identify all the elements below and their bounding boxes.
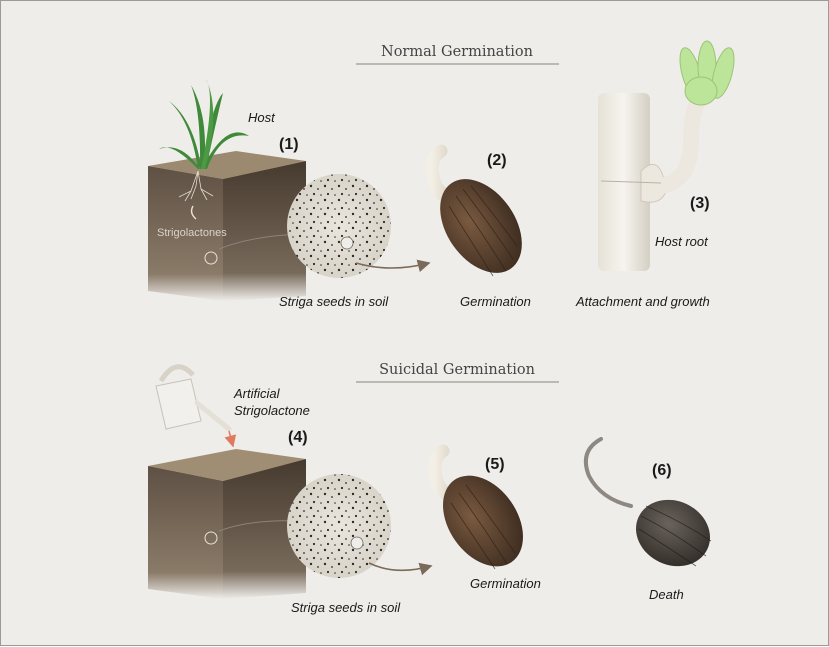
arrow-to-germination-1 [355, 259, 431, 273]
step-4: (4) [288, 429, 308, 446]
seeds-magnified-circle-1 [287, 174, 391, 278]
step-2: (2) [487, 152, 507, 169]
step-5: (5) [485, 456, 505, 473]
host-plant [159, 79, 249, 169]
step-1: (1) [279, 136, 299, 153]
label-artificial: Artificial [234, 386, 280, 401]
soil-block-2 [148, 449, 306, 599]
step-6: (6) [652, 462, 672, 479]
label-death: Death [649, 587, 684, 602]
soil-block-1 [148, 151, 306, 301]
label-host: Host [248, 110, 275, 125]
germinating-seed-5 [428, 444, 523, 570]
label-host-root: Host root [655, 234, 708, 249]
host-roots [178, 170, 214, 202]
section-title-suicidal: Suicidal Germination [379, 362, 535, 378]
label-seeds-in-soil-1: Striga seeds in soil [279, 294, 389, 309]
arrow-to-germination-2 [368, 562, 433, 576]
label-strigolactones: Strigolactones [157, 227, 227, 239]
label-strigolactone: Strigolactone [234, 403, 310, 418]
label-attachment: Attachment and growth [576, 294, 710, 309]
parasite-shoot [679, 40, 735, 106]
host-root-attachment [598, 88, 709, 271]
label-germination-2: Germination [470, 576, 541, 591]
germinating-seed-2 [425, 144, 522, 277]
seeds-magnified-circle-2 [287, 474, 391, 578]
watering-arrow [224, 430, 237, 448]
strigolactone-arrow [190, 205, 197, 220]
section-title-normal: Normal Germination [381, 44, 533, 60]
label-seeds-in-soil-2: Striga seeds in soil [291, 600, 401, 615]
label-germination-1: Germination [460, 294, 531, 309]
dead-seed-6 [584, 437, 712, 567]
watering-can [155, 364, 232, 432]
step-3: (3) [690, 195, 710, 212]
